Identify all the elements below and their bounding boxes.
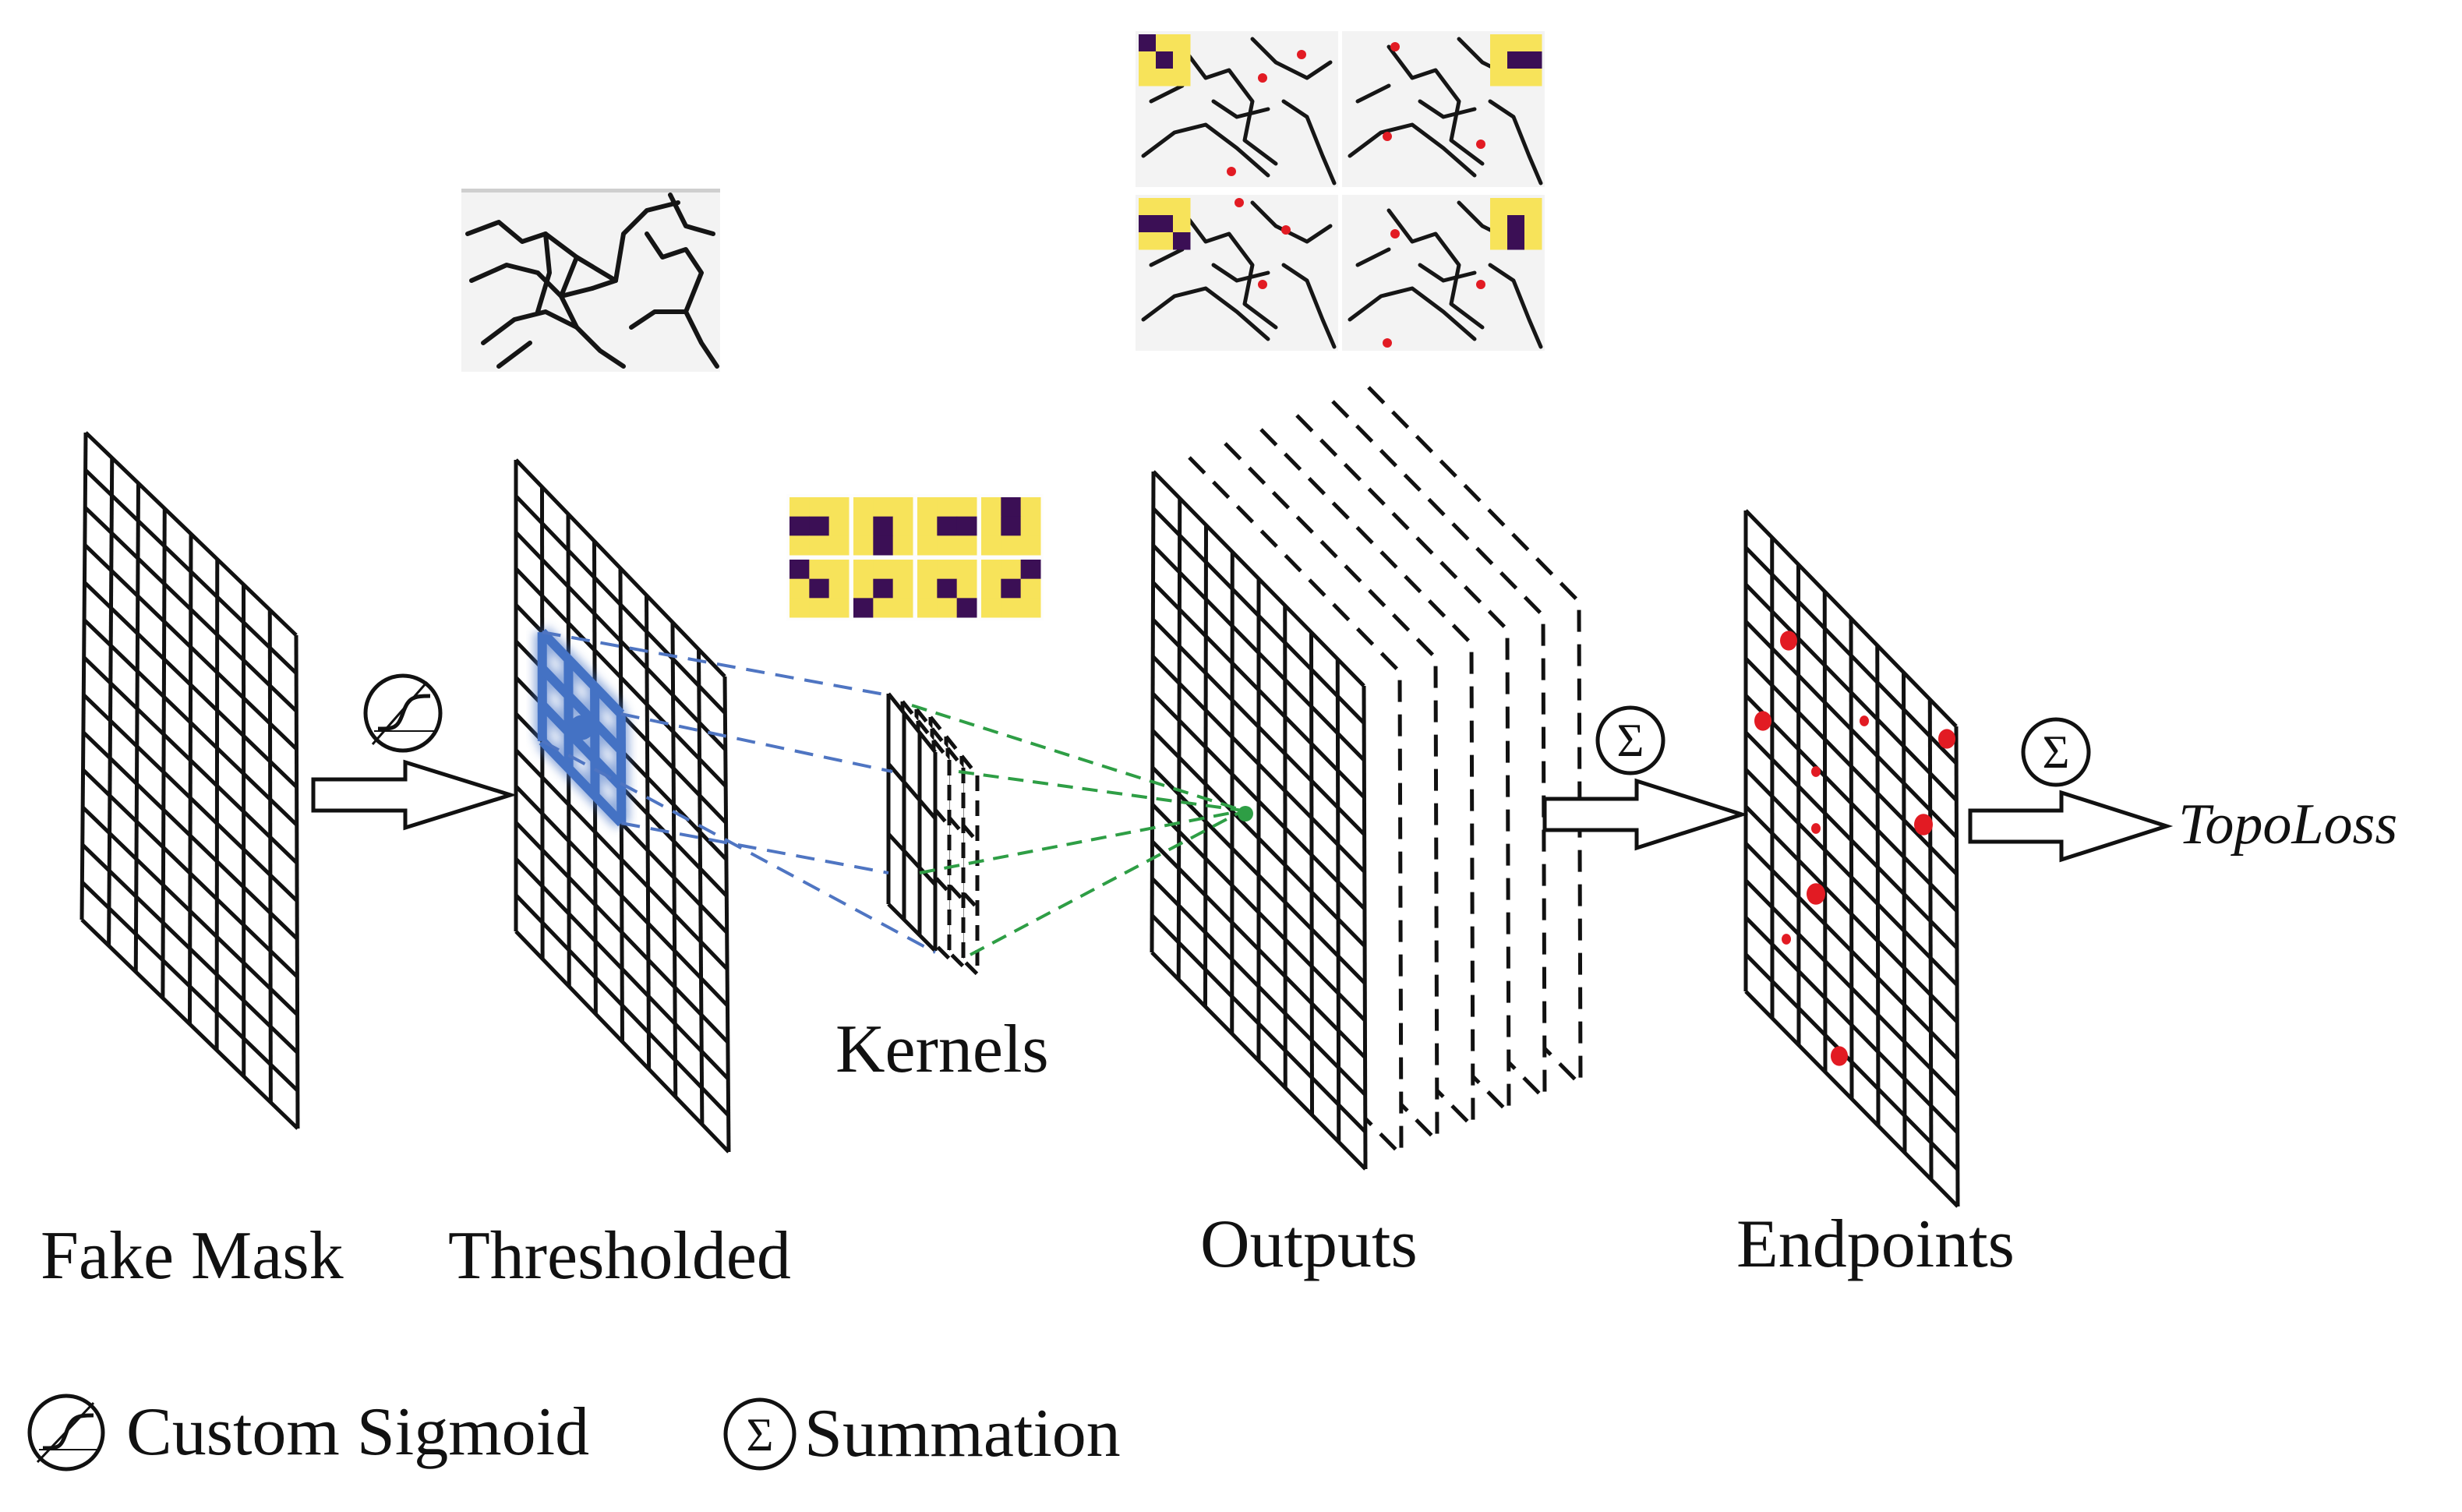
- kernel-tile: [853, 560, 913, 618]
- label-kernels: Kernels: [835, 1012, 1049, 1087]
- summation-symbol-1: Σ: [1617, 715, 1644, 766]
- label-fake-mask: Fake Mask: [41, 1218, 344, 1294]
- blue-connector: [542, 741, 935, 952]
- endpoint-dot: [1914, 814, 1933, 835]
- endpoint-dot: [1938, 729, 1955, 748]
- arrow-sum-2: [1970, 793, 2167, 860]
- label-outputs: Outputs: [1200, 1206, 1418, 1282]
- legend-summation-symbol: Σ: [747, 1409, 774, 1461]
- endpoint-dot: [1811, 766, 1821, 777]
- label-endpoints: Endpoints: [1736, 1206, 2015, 1282]
- endpoint-dot: [1754, 711, 1771, 730]
- output-thumbnail: [1342, 195, 1545, 351]
- endpoint-dot: [1780, 631, 1797, 650]
- kernel-tile: [917, 497, 977, 556]
- center-pixel: [569, 715, 594, 740]
- fake-mask-grid: [82, 433, 298, 1129]
- legend-sigmoid-icon: [30, 1396, 103, 1469]
- kernel-tile: [981, 560, 1041, 618]
- endpoint-dot: [1811, 823, 1821, 834]
- kernel-tile: [853, 497, 913, 556]
- receptive-field-highlight: [542, 632, 622, 823]
- endpoint-dot: [1831, 1046, 1848, 1065]
- thresholded-grid: [516, 460, 729, 1152]
- output-thumbnail: [1136, 195, 1338, 351]
- kernel-tile: [789, 560, 850, 618]
- legend-sigmoid-label: Custom Sigmoid: [126, 1394, 589, 1470]
- fake-mask-grid-lines: [82, 433, 298, 1129]
- label-topoloss: TopoLoss: [2178, 793, 2397, 857]
- sigmoid-icon: [366, 676, 440, 751]
- kernel-stack: [888, 694, 977, 974]
- outputs-thumbnails: [1136, 31, 1545, 351]
- blue-connector: [621, 714, 892, 772]
- endpoints-grid-lines: [1746, 510, 1958, 1206]
- legend-summation-icon: Σ: [726, 1400, 794, 1468]
- label-thresholded: Thresholded: [448, 1218, 791, 1294]
- legend-summation-label: Summation: [804, 1396, 1121, 1471]
- output-thumbnail: [1136, 31, 1338, 187]
- kernel-tile: [981, 497, 1041, 556]
- endpoint-dot: [1860, 715, 1869, 726]
- legend: Custom Sigmoid Σ Summation: [30, 1394, 1121, 1471]
- endpoint-dot: [1807, 883, 1825, 905]
- kernel-tile: [789, 497, 850, 556]
- summation-icon-1: Σ: [1598, 708, 1663, 773]
- summation-icon-2: Σ: [2023, 719, 2089, 785]
- kernel-patterns: [786, 494, 1044, 620]
- endpoint-dot: [1782, 934, 1791, 945]
- kernel-tile: [917, 560, 977, 618]
- endpoints-grid: [1746, 510, 1958, 1206]
- outputs-stack: [1152, 387, 1581, 1169]
- summation-symbol-2: Σ: [2043, 726, 2070, 778]
- output-thumbnail: [1342, 31, 1545, 187]
- skeleton-thumbnail: [461, 189, 720, 372]
- arrow-sigmoid: [313, 762, 510, 828]
